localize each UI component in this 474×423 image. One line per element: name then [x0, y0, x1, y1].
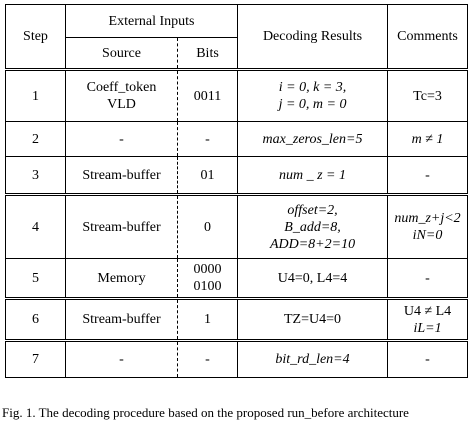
- header-source: Source: [65, 37, 178, 70]
- cell-comment-line: Tc=3: [413, 88, 442, 104]
- cell-bits: -: [176, 339, 239, 378]
- cell-source-line: -: [119, 352, 124, 367]
- cell-comment: -: [387, 258, 469, 299]
- header-step: Step: [5, 4, 66, 70]
- cell-decoding-result: bit_rd_len=4: [237, 339, 389, 378]
- cell-comment-line: -: [425, 270, 430, 286]
- cell-comment-line: m ≠ 1: [411, 131, 444, 147]
- cell-bits-line: -: [205, 352, 210, 367]
- header-bits: Bits: [176, 37, 239, 70]
- cell-comment: -: [387, 156, 469, 195]
- cell-source: Memory: [65, 258, 178, 299]
- cell-comment: -: [387, 339, 469, 378]
- cell-decoding-result-line: B_add=8,: [284, 219, 341, 235]
- decoding-procedure-table-container: Step External Inputs Decoding Results Co…: [5, 4, 469, 378]
- table-row: 5 Memory 0000 0100 U4=0, L4=4 -: [5, 258, 469, 299]
- cell-bits: 01: [176, 156, 239, 195]
- header-external-inputs: External Inputs: [64, 4, 239, 38]
- cell-decoding-result-line: ADD=8+2=10: [269, 236, 356, 252]
- cell-bits: 0: [176, 193, 239, 259]
- cell-comment-line: -: [425, 167, 430, 183]
- cell-bits-line: 0000: [193, 262, 222, 277]
- cell-step: 4: [5, 193, 66, 259]
- cell-comment: num_z+j<2 iN=0: [387, 193, 469, 259]
- header-decoding-results: Decoding Results: [237, 4, 389, 70]
- cell-comment: Tc=3: [387, 68, 469, 122]
- cell-decoding-result-line: TZ=U4=0: [284, 312, 342, 327]
- cell-bits-line: -: [205, 131, 210, 147]
- cell-source: Stream-buffer: [65, 193, 178, 259]
- cell-decoding-result: U4=0, L4=4: [237, 258, 389, 299]
- cell-bits-line: 01: [200, 167, 215, 183]
- cell-step: 7: [5, 339, 66, 378]
- cell-step: 5: [5, 258, 66, 299]
- table-row: 4 Stream-buffer 0 offset=2,B_add=8,ADD=8+2=…: [5, 193, 469, 259]
- cell-decoding-result-line: offset=2,: [287, 202, 338, 218]
- cell-decoding-result-line: j = 0, m = 0: [278, 97, 347, 112]
- cell-bits: -: [176, 121, 239, 157]
- cell-decoding-result-line: num _ z = 1: [279, 167, 347, 183]
- cell-decoding-result: offset=2,B_add=8,ADD=8+2=10: [237, 193, 389, 259]
- cell-source: Stream-buffer: [65, 156, 178, 195]
- decoding-procedure-table: Step External Inputs Decoding Results Co…: [5, 4, 469, 378]
- cell-source-line: Coeff_token: [86, 80, 157, 95]
- cell-decoding-result: i = 0, k = 3, j = 0, m = 0: [237, 68, 389, 122]
- cell-decoding-result-line: bit_rd_len=4: [275, 352, 350, 367]
- cell-source-line: -: [119, 131, 124, 147]
- cell-source-line: VLD: [107, 97, 136, 112]
- cell-decoding-result: num _ z = 1: [237, 156, 389, 195]
- cell-decoding-result: max_zeros_len=5: [237, 121, 389, 157]
- cell-step: 6: [5, 297, 66, 341]
- header-comments: Comments: [387, 4, 469, 70]
- cell-source: Stream-buffer: [65, 297, 178, 341]
- cell-source: -: [65, 339, 178, 378]
- cell-source-line: Stream-buffer: [82, 312, 161, 327]
- cell-source-line: Stream-buffer: [82, 167, 161, 183]
- cell-comment-line: -: [425, 352, 430, 367]
- table-row: 7 - - bit_rd_len=4 -: [5, 339, 469, 378]
- cell-bits-line: 1: [204, 312, 211, 327]
- cell-bits: 1: [176, 297, 239, 341]
- cell-step: 2: [5, 121, 66, 157]
- cell-bits-line: 0: [204, 219, 211, 235]
- cell-bits: 0011: [176, 68, 239, 122]
- cell-comment-line: iN=0: [412, 228, 443, 243]
- cell-source: -: [65, 121, 178, 157]
- cell-decoding-result: TZ=U4=0: [237, 297, 389, 341]
- cell-source-line: Stream-buffer: [82, 219, 161, 235]
- table-row: 3 Stream-buffer 01 num _ z = 1 -: [5, 156, 469, 195]
- cell-bits: 0000 0100: [176, 258, 239, 299]
- cell-comment-line: iL=1: [413, 320, 442, 336]
- cell-decoding-result-line: max_zeros_len=5: [262, 131, 363, 147]
- cell-comment: m ≠ 1: [387, 121, 469, 157]
- table-row: 2 - - max_zeros_len=5 m ≠ 1: [5, 121, 469, 157]
- cell-bits-line: 0011: [193, 88, 222, 104]
- cell-decoding-result-line: i = 0, k = 3,: [278, 80, 347, 95]
- cell-source-line: Memory: [97, 270, 146, 286]
- cell-step: 1: [5, 68, 66, 122]
- cell-comment-line: U4 ≠ L4: [403, 303, 452, 319]
- cell-comment-line: num_z+j<2: [394, 211, 461, 226]
- cell-bits-line: 0100: [193, 279, 222, 294]
- cell-decoding-result-line: U4=0, L4=4: [277, 270, 348, 286]
- cell-step: 3: [5, 156, 66, 195]
- figure-caption: Fig. 1. The decoding procedure based on …: [2, 405, 409, 420]
